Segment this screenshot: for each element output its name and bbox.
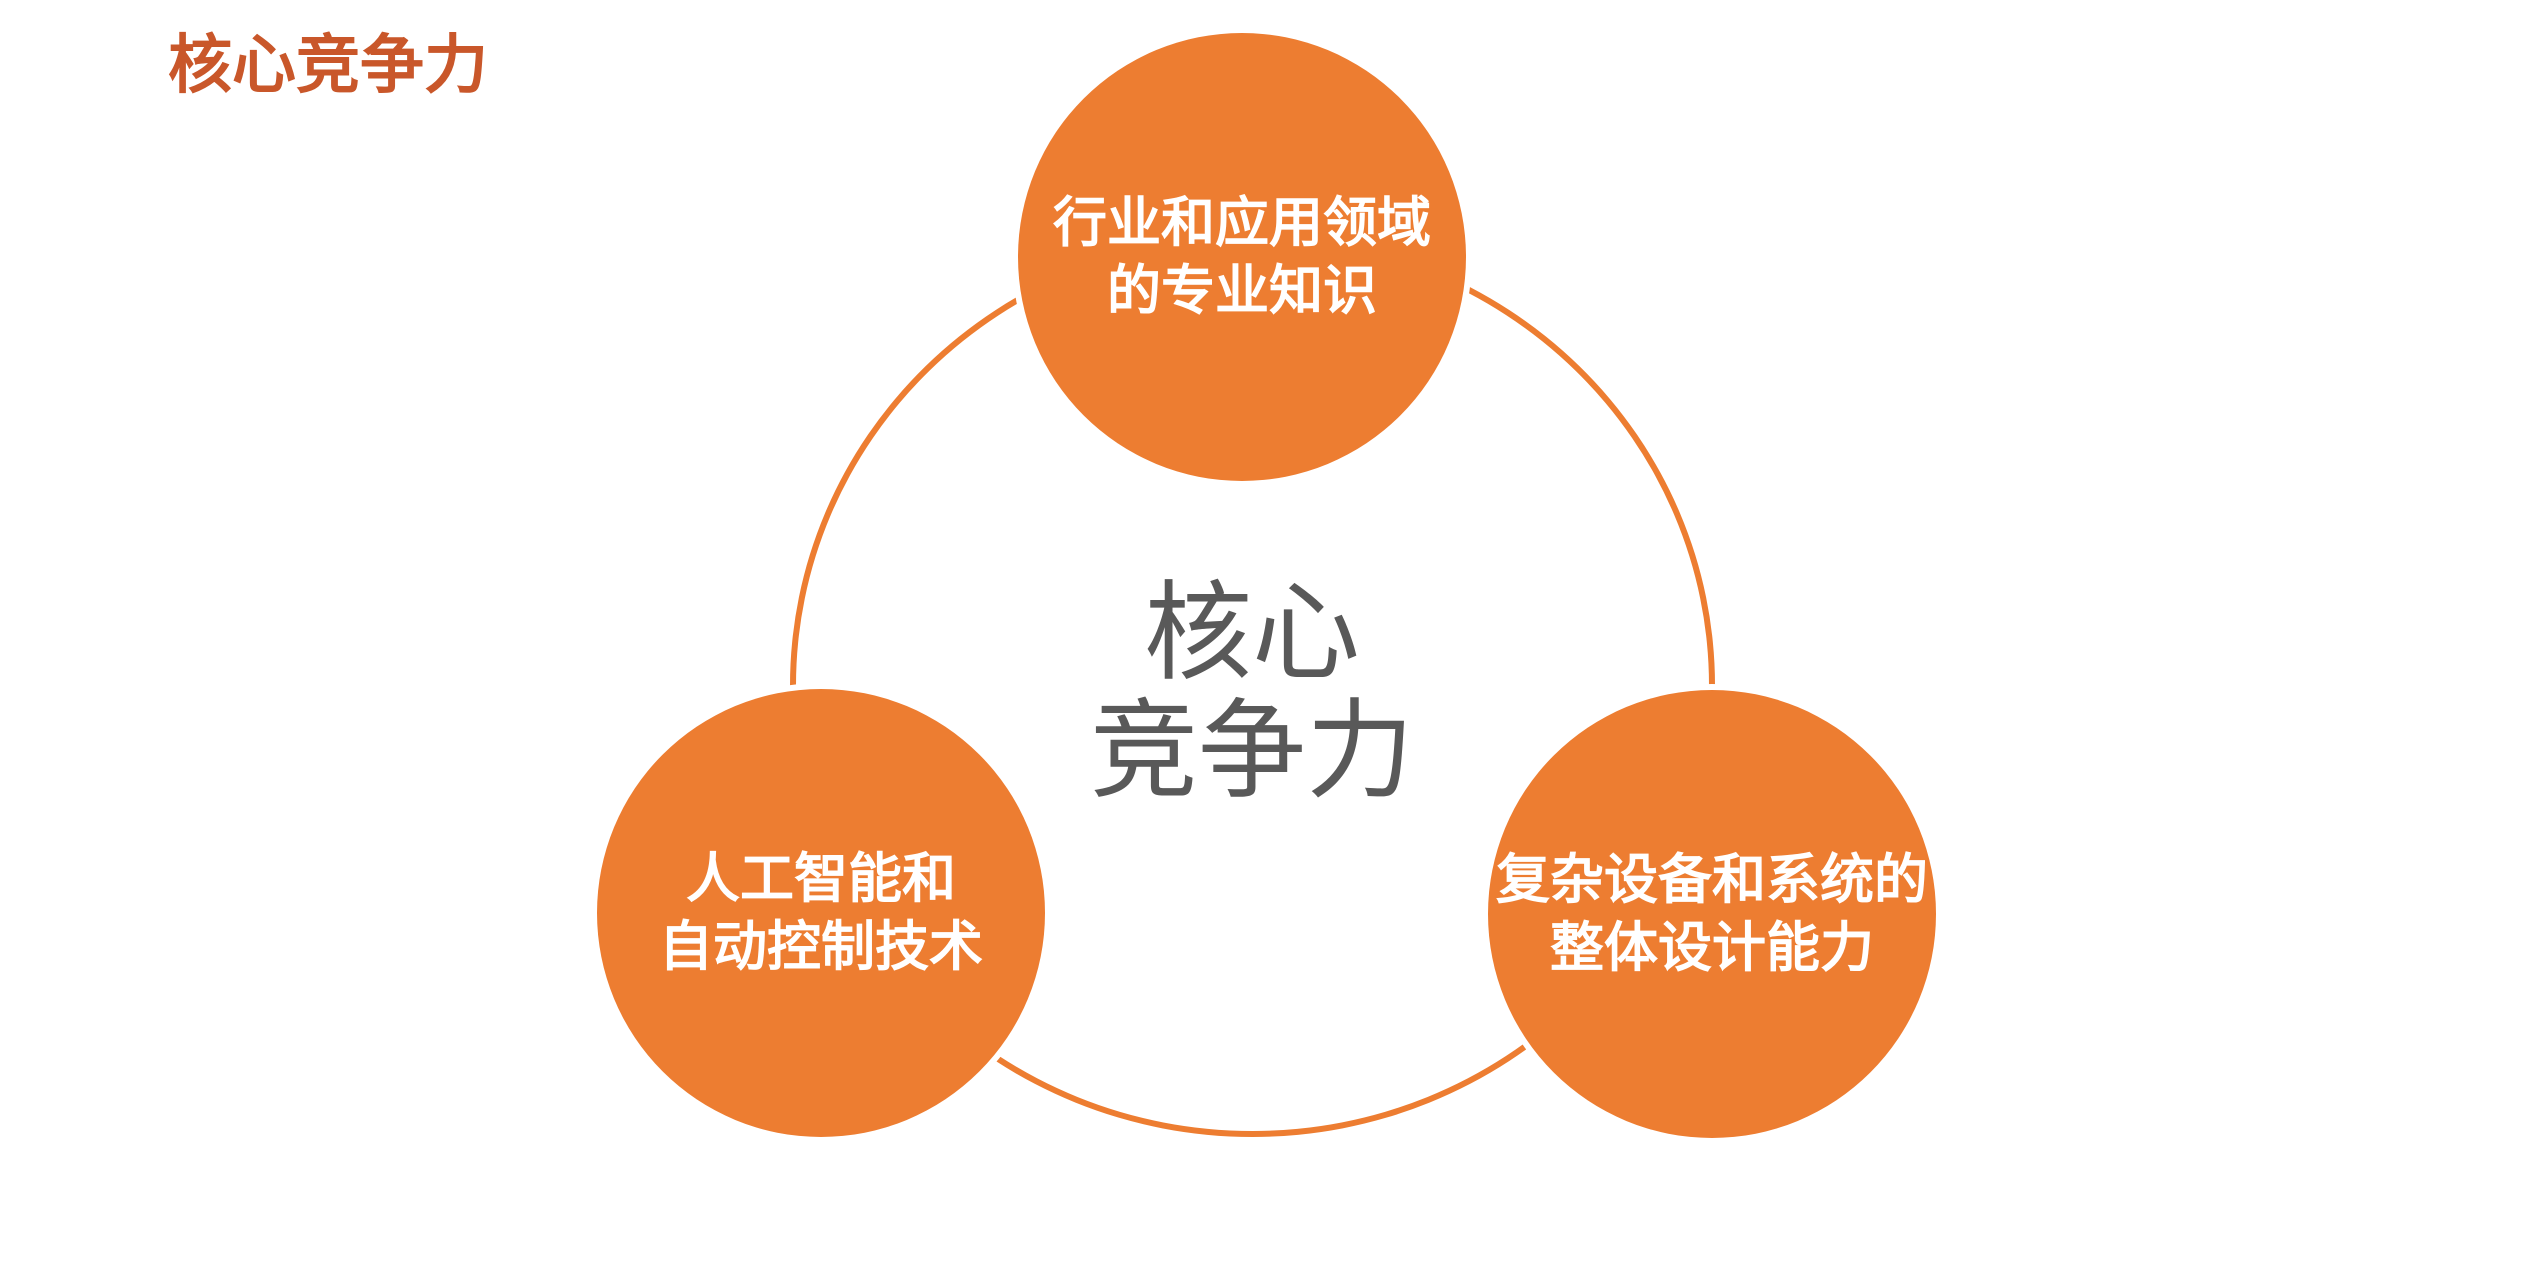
node-ai-automation-line-2: 自动控制技术 xyxy=(659,915,983,978)
center-label-line-1: 核心 xyxy=(1143,571,1360,696)
node-system-design-line-1: 复杂设备和系统的 xyxy=(1496,848,1928,911)
node-industry-expertise: 行业和应用领域 的专业知识 xyxy=(1018,33,1466,481)
node-ai-automation-line-1: 人工智能和 xyxy=(686,847,956,910)
node-system-design: 复杂设备和系统的 整体设计能力 xyxy=(1488,690,1936,1138)
node-system-design-line-2: 整体设计能力 xyxy=(1550,916,1874,979)
center-label: 核心 竞争力 xyxy=(1052,575,1452,811)
node-industry-expertise-line-2: 的专业知识 xyxy=(1107,259,1377,322)
center-label-line-2: 竞争力 xyxy=(1089,689,1414,814)
node-ai-automation: 人工智能和 自动控制技术 xyxy=(597,689,1045,1137)
page-title: 核心竞争力 xyxy=(168,29,488,103)
node-industry-expertise-line-1: 行业和应用领域 xyxy=(1053,191,1431,254)
